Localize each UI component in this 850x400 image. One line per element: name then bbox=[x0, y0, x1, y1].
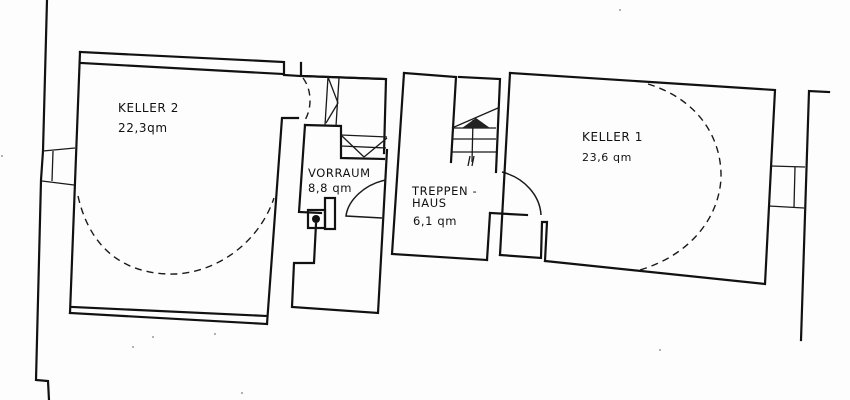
outer-wall-west bbox=[34, 0, 51, 400]
door-swing-treppenhaus bbox=[501, 171, 542, 216]
area-treppenhaus: 6,1 qm bbox=[413, 214, 457, 228]
label-keller-2: KELLER 2 bbox=[118, 101, 179, 115]
label-keller-1: KELLER 1 bbox=[582, 130, 643, 144]
area-vorraum: 8,8 qm bbox=[308, 181, 352, 195]
window-east bbox=[768, 165, 806, 209]
staircase-treppenhaus bbox=[451, 107, 499, 167]
chimney-flue-icon bbox=[312, 215, 320, 223]
staircase-vorraum bbox=[324, 76, 388, 158]
stair-direction-arrow-icon bbox=[462, 118, 490, 128]
label-treppenhaus-1: TREPPEN - bbox=[411, 184, 477, 198]
door-swing-vorraum bbox=[345, 179, 387, 219]
room-treppenhaus bbox=[390, 71, 542, 262]
window-west bbox=[41, 147, 76, 186]
area-keller-1: 23,6 qm bbox=[582, 151, 632, 164]
label-treppenhaus-2: HAUS bbox=[412, 196, 447, 210]
room-vorraum bbox=[290, 61, 389, 315]
area-keller-2: 22,3qm bbox=[118, 121, 168, 135]
label-vorraum: VORRAUM bbox=[308, 166, 371, 180]
dashed-door-swing-keller-1 bbox=[639, 83, 722, 271]
room-keller-2 bbox=[68, 50, 311, 326]
outer-wall-east bbox=[799, 89, 831, 342]
dashed-door-swing-keller-2 bbox=[77, 195, 275, 275]
room-keller-1 bbox=[498, 71, 777, 286]
